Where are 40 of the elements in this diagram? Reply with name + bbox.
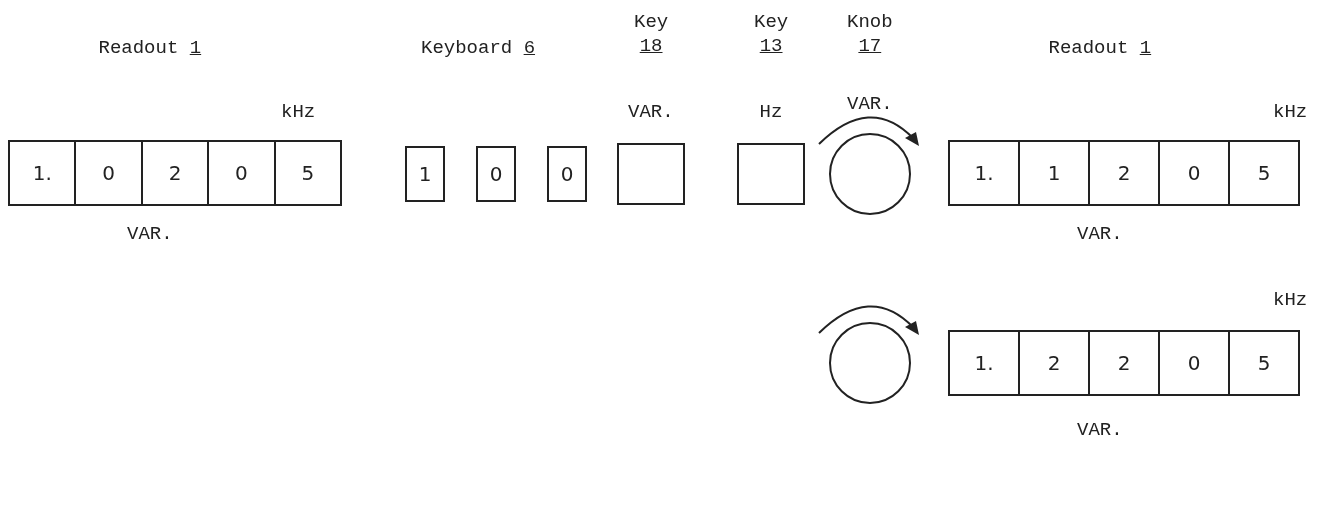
display-digit: 1.	[10, 142, 75, 204]
digital-readout	[948, 140, 1300, 206]
display-digit: 5	[273, 142, 341, 204]
display-digit: 1.	[950, 142, 1018, 204]
annotation-text: kHz	[1273, 288, 1308, 312]
part-label: Readout 1	[1048, 36, 1152, 60]
part-label: Keyboard 6	[421, 36, 536, 60]
annotation-text: VAR.	[847, 92, 893, 116]
display-digit: 0	[74, 142, 141, 204]
display-digit: 5	[1228, 142, 1298, 204]
display-digit: 0	[207, 142, 274, 204]
keyboard-key	[737, 143, 805, 205]
annotation-text: VAR.	[1077, 222, 1123, 246]
annotation-text: kHz	[281, 100, 316, 124]
display-digit: 0	[1158, 142, 1228, 204]
display-digit: 5	[1228, 332, 1298, 394]
display-digit: 2	[1088, 142, 1158, 204]
annotation-text: Hz	[759, 100, 783, 124]
display-digit: 1	[1018, 142, 1088, 204]
annotation-text: VAR.	[628, 100, 674, 124]
annotation-text: kHz	[1273, 100, 1308, 124]
display-digit: 1.	[950, 332, 1018, 394]
keyboard-key: 1	[405, 146, 445, 202]
annotation-text: VAR.	[1077, 418, 1123, 442]
knob	[828, 132, 912, 216]
part-label: Readout 1	[98, 36, 202, 60]
display-digit: 0	[1158, 332, 1228, 394]
display-digit: 2	[1018, 332, 1088, 394]
part-label: Key 13	[754, 10, 789, 58]
annotation-text: VAR.	[127, 222, 173, 246]
keyboard-key: 0	[476, 146, 516, 202]
display-digit: 2	[1088, 332, 1158, 394]
keyboard-key	[617, 143, 685, 205]
part-label: Knob 17	[847, 10, 893, 58]
keyboard-key: 0	[547, 146, 587, 202]
digital-readout	[8, 140, 342, 206]
display-digit: 2	[140, 142, 208, 204]
knob	[828, 321, 912, 405]
digital-readout	[948, 330, 1300, 396]
part-label: Key 18	[634, 10, 669, 58]
